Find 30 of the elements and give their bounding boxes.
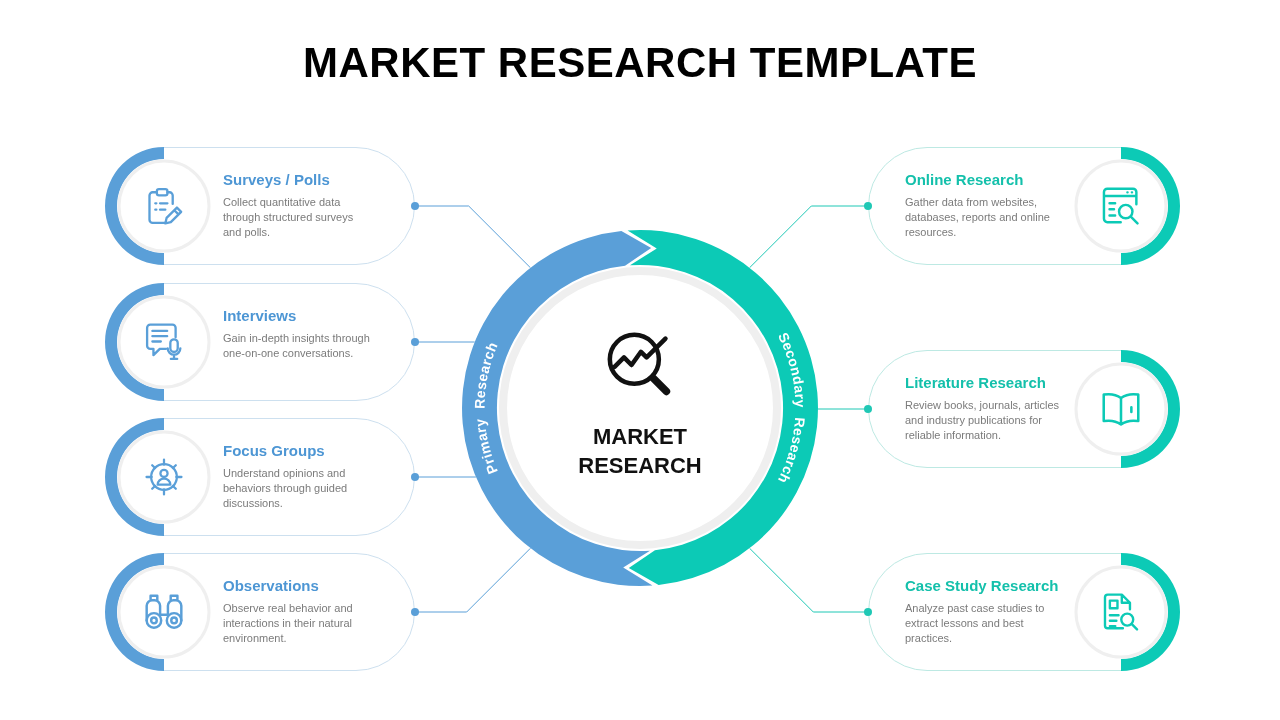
leader-line xyxy=(749,547,872,616)
card-heading: Literature Research xyxy=(905,373,1046,392)
card-description: Gather data from websites, databases, reports and online resources. xyxy=(905,195,1051,240)
card-description: Gain in-depth insights through one-on-one conversations. xyxy=(223,331,371,361)
pill-card xyxy=(105,283,415,401)
leader-line xyxy=(411,338,476,346)
pill-card xyxy=(868,350,1180,468)
leader-line xyxy=(749,202,872,269)
leader-line xyxy=(411,202,531,269)
card-description: Analyze past case studies to extract lessons and best practices. xyxy=(905,601,1046,646)
card-description: Review books, journals, articles and industry publications for reliable information. xyxy=(905,398,1061,443)
pill-card xyxy=(105,418,415,536)
card-heading: Focus Groups xyxy=(223,441,325,460)
card-heading: Surveys / Polls xyxy=(223,170,330,189)
pill-card xyxy=(868,147,1180,265)
center-title: MARKET RESEARCH xyxy=(578,423,702,480)
card-heading: Observations xyxy=(223,576,319,595)
card-description: Collect quantitative data through structured surveys and polls. xyxy=(223,195,355,240)
card-heading: Online Research xyxy=(905,170,1024,189)
leader-line xyxy=(411,547,531,616)
page-title: MARKET RESEARCH TEMPLATE xyxy=(303,38,977,88)
card-heading: Interviews xyxy=(223,306,297,325)
pill-card xyxy=(868,553,1180,671)
card-heading: Case Study Research xyxy=(905,576,1059,595)
pill-card xyxy=(105,147,415,265)
leader-line xyxy=(817,405,872,413)
pill-card xyxy=(105,553,415,671)
card-description: Observe real behavior and interactions in their natural environment. xyxy=(223,601,354,646)
card-description: Understand opinions and behaviors through guided discussions. xyxy=(223,466,349,511)
leader-line xyxy=(411,473,477,481)
